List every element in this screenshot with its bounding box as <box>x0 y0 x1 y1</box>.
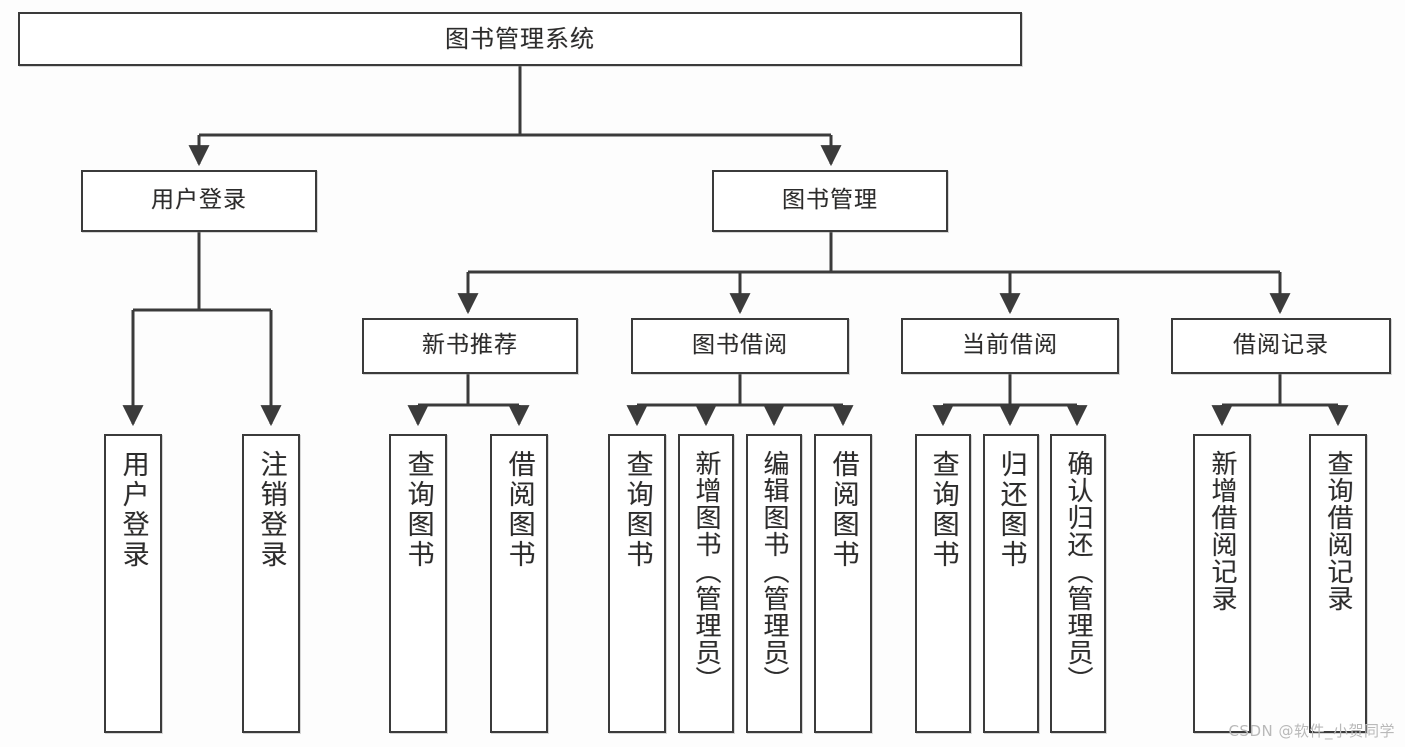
leaf-record-add[interactable]: 新增借阅记录 <box>1193 434 1251 733</box>
node-book-borrow[interactable]: 图书借阅 <box>631 318 849 374</box>
leaf-logout[interactable]: 注销登录 <box>242 434 300 733</box>
node-root-book-management-system[interactable]: 图书管理系统 <box>18 12 1022 66</box>
node-label: 新书推荐 <box>422 332 518 359</box>
node-label: 注销登录 <box>255 450 287 570</box>
node-user-login[interactable]: 用户登录 <box>81 170 317 232</box>
node-label: 借阅图书 <box>503 450 535 570</box>
leaf-new-book-query[interactable]: 查询图书 <box>389 434 447 733</box>
leaf-user-login[interactable]: 用户登录 <box>104 434 162 733</box>
node-label: 用户登录 <box>151 187 247 214</box>
node-label: 查询图书 <box>927 450 959 570</box>
node-label: 确认归还（管理员） <box>1063 450 1094 693</box>
node-label: 编辑图书（管理员） <box>759 450 790 693</box>
node-label: 图书管理系统 <box>445 24 595 53</box>
node-label: 归还图书 <box>995 450 1027 570</box>
node-current-borrow[interactable]: 当前借阅 <box>901 318 1119 374</box>
leaf-new-book-borrow[interactable]: 借阅图书 <box>490 434 548 733</box>
node-label: 用户登录 <box>117 450 149 570</box>
node-label: 图书借阅 <box>692 332 788 359</box>
node-new-book-recommend[interactable]: 新书推荐 <box>362 318 578 374</box>
node-label: 新增图书（管理员） <box>691 450 722 693</box>
node-label: 新增借阅记录 <box>1207 450 1238 612</box>
node-label: 当前借阅 <box>962 332 1058 359</box>
node-borrow-record[interactable]: 借阅记录 <box>1171 318 1391 374</box>
leaf-borrow-add-book-admin[interactable]: 新增图书（管理员） <box>678 434 734 733</box>
node-label: 查询借阅记录 <box>1323 450 1354 612</box>
leaf-borrow-edit-book-admin[interactable]: 编辑图书（管理员） <box>746 434 802 733</box>
leaf-record-query[interactable]: 查询借阅记录 <box>1309 434 1367 733</box>
leaf-current-confirm-return-admin[interactable]: 确认归还（管理员） <box>1050 434 1106 733</box>
node-label: 查询图书 <box>402 450 434 570</box>
node-book-management[interactable]: 图书管理 <box>712 170 948 232</box>
leaf-current-query-book[interactable]: 查询图书 <box>915 434 971 733</box>
node-label: 借阅图书 <box>827 450 859 570</box>
node-label: 图书管理 <box>782 187 878 214</box>
leaf-current-return-book[interactable]: 归还图书 <box>983 434 1039 733</box>
watermark: CSDN @软件_小贺同学 <box>1228 722 1395 740</box>
node-label: 借阅记录 <box>1233 332 1329 359</box>
leaf-borrow-query-book[interactable]: 查询图书 <box>608 434 666 733</box>
leaf-borrow-borrow-book[interactable]: 借阅图书 <box>814 434 872 733</box>
node-label: 查询图书 <box>621 450 653 570</box>
